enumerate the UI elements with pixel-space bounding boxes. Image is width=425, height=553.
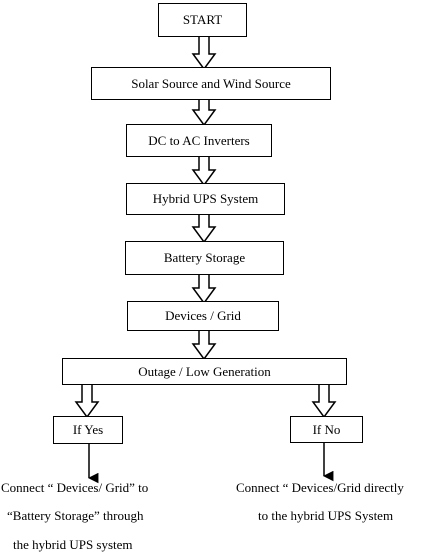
outage-node: Outage / Low Generation bbox=[62, 358, 347, 385]
if-no-node: If No bbox=[290, 416, 363, 443]
battery-node: Battery Storage bbox=[125, 241, 284, 275]
arrow-start-to-sources bbox=[191, 35, 217, 71]
devices-node: Devices / Grid bbox=[127, 301, 279, 331]
yes-outcome-line-3: the hybrid UPS system bbox=[13, 537, 133, 552]
arrow-hybrid-to-battery bbox=[191, 213, 217, 244]
start-node: START bbox=[158, 3, 247, 37]
no-outcome-line-1: Connect “ Devices/Grid directly bbox=[236, 480, 404, 495]
yes-outcome-line-1: Connect “ Devices/ Grid” to bbox=[1, 480, 149, 495]
arrow-sources-to-inverters bbox=[191, 98, 217, 127]
if-yes-node: If Yes bbox=[53, 416, 123, 444]
sources-node: Solar Source and Wind Source bbox=[91, 67, 331, 100]
hybrid-ups-node: Hybrid UPS System bbox=[126, 183, 285, 215]
no-outcome-line-2: to the hybrid UPS System bbox=[258, 508, 394, 523]
arrow-devices-to-outage bbox=[191, 329, 217, 361]
arrow-battery-to-devices bbox=[191, 273, 217, 305]
arrow-outage-to-yes bbox=[74, 383, 100, 419]
yes-outcome-line-2: “Battery Storage” through bbox=[7, 508, 144, 523]
arrow-outage-to-no bbox=[311, 383, 337, 419]
arrow-inverters-to-hybrid bbox=[191, 155, 217, 187]
inverters-node: DC to AC Inverters bbox=[126, 124, 272, 157]
